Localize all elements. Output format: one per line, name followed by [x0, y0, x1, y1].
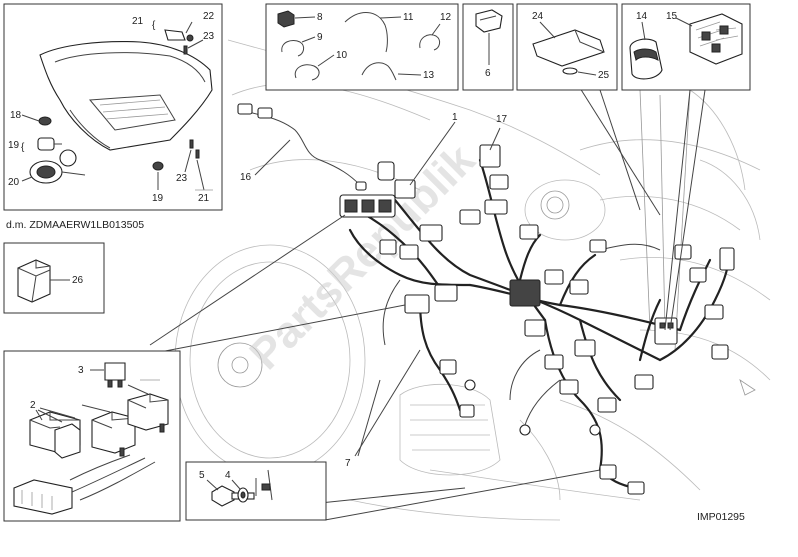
- callout-11: 11: [403, 12, 414, 23]
- svg-text:{: {: [152, 20, 156, 31]
- leader-lines: [149, 83, 706, 521]
- callout-21-lower: 21: [198, 193, 210, 204]
- part-16-wire: [237, 103, 367, 191]
- callout-15: 15: [666, 11, 678, 22]
- detail-box-relays: 3 2: [3, 350, 181, 522]
- callout-26: 26: [72, 275, 84, 286]
- detail-box-14-15: 14 15: [621, 3, 751, 91]
- callout-4: 4: [225, 470, 231, 481]
- callout-9: 9: [317, 32, 323, 43]
- svg-text:{: {: [21, 142, 25, 153]
- callout-17: 17: [496, 114, 508, 125]
- serial-note: d.m. ZDMAAERW1LB013505: [6, 219, 144, 231]
- callout-13: 13: [423, 70, 435, 81]
- detail-box-26: 26: [3, 242, 105, 314]
- callout-2: 2: [30, 400, 36, 411]
- callout-10: 10: [336, 50, 348, 61]
- callout-18: 18: [10, 110, 22, 121]
- detail-box-fasteners: 5 4: [185, 461, 327, 521]
- callout-14: 14: [636, 11, 648, 22]
- callout-21: 21: [132, 16, 144, 27]
- callout-20: 20: [8, 177, 20, 188]
- main-wiring-harness: [339, 144, 735, 495]
- callout-8: 8: [317, 12, 323, 23]
- callout-25: 25: [598, 70, 610, 81]
- callout-12: 12: [440, 12, 452, 23]
- detail-box-rear-subframe: 21 { 22 23 18 19 { 20 19 23 21: [3, 3, 223, 211]
- detail-box-clamps: 8 9 10 11 12 13: [265, 3, 459, 91]
- callout-3: 3: [78, 365, 84, 376]
- detail-box-6: 6: [462, 3, 514, 91]
- callout-23: 23: [203, 31, 215, 42]
- watermark: PartsRepublik: [240, 135, 484, 379]
- drawing-code: IMP01295: [697, 511, 745, 523]
- callout-1: 1: [452, 112, 458, 123]
- detail-box-24-25: 24 25: [516, 3, 618, 91]
- callout-6: 6: [485, 68, 491, 79]
- callout-23-lower: 23: [176, 173, 188, 184]
- callout-19: 19: [8, 140, 20, 151]
- callout-5: 5: [199, 470, 205, 481]
- callout-16: 16: [240, 172, 252, 183]
- callout-22: 22: [203, 11, 215, 22]
- callout-24: 24: [532, 11, 544, 22]
- callout-19-lower: 19: [152, 193, 164, 204]
- callout-7: 7: [345, 458, 351, 469]
